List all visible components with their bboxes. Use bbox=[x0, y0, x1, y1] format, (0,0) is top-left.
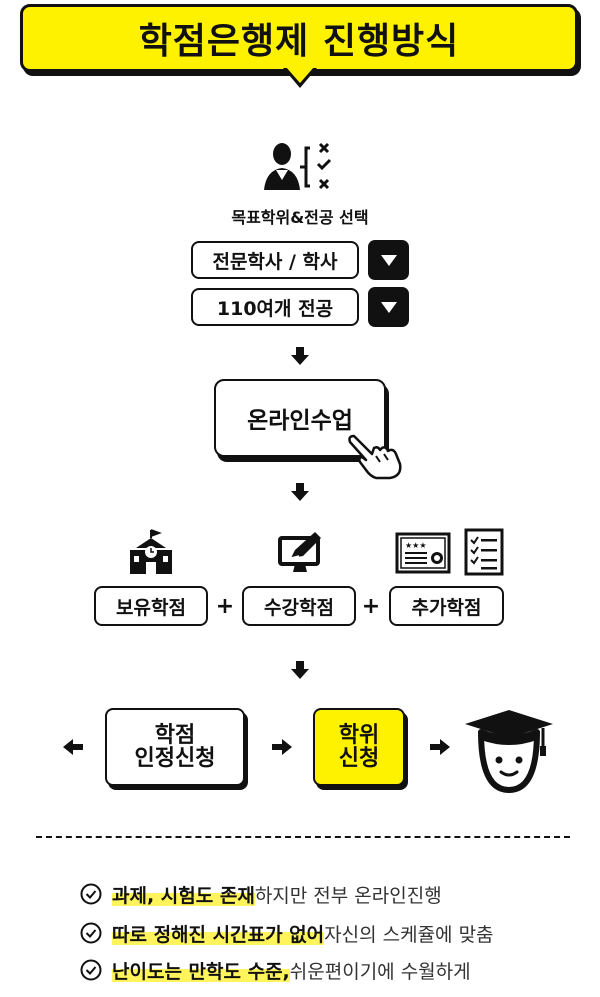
credit-recognition-box: 학점 인정신청 bbox=[105, 708, 245, 786]
checklist-icon bbox=[464, 528, 504, 576]
page-title: 학점은행제 진행방식 bbox=[138, 21, 460, 62]
arrow-down-icon bbox=[291, 483, 309, 501]
check-circle-icon bbox=[80, 883, 102, 905]
degree-dropdown-button[interactable] bbox=[368, 240, 409, 280]
arrow-right-icon bbox=[272, 739, 292, 755]
check-circle-icon bbox=[80, 922, 102, 944]
svg-text:★★★: ★★★ bbox=[405, 541, 427, 550]
monitor-pen-icon bbox=[278, 532, 321, 572]
degree-select[interactable]: 전문학사 / 학사 bbox=[191, 241, 359, 279]
arrow-down-icon bbox=[291, 661, 309, 679]
major-select[interactable]: 110여개 전공 bbox=[191, 288, 359, 326]
owned-credit-box: 보유학점 bbox=[94, 586, 208, 626]
dashed-divider bbox=[36, 836, 570, 838]
feature-highlight: 과제, 시험도 존재 bbox=[112, 880, 255, 908]
arrow-right-icon bbox=[430, 739, 450, 755]
certificate-icon: ★★★ bbox=[395, 532, 451, 574]
title-tail-fill bbox=[286, 67, 314, 83]
triangle-down-icon bbox=[380, 301, 397, 313]
check-circle-icon bbox=[80, 959, 102, 981]
goal-label: 목표학위&전공 선택 bbox=[231, 208, 369, 227]
feature-highlight: 따로 정해진 시간표가 없어 bbox=[112, 919, 325, 947]
triangle-down-icon bbox=[380, 254, 397, 266]
degree-line2: 신청 bbox=[338, 746, 380, 771]
course-credit-box: 수강학점 bbox=[242, 586, 356, 626]
major-dropdown-button[interactable] bbox=[368, 287, 409, 327]
student-checklist-icon bbox=[264, 142, 332, 190]
graduate-face-icon bbox=[465, 710, 553, 793]
feature-text: 쉬운편이기에 수월하게 bbox=[289, 960, 471, 983]
feature-text: 자신의 스케쥴에 맞춤 bbox=[324, 923, 494, 946]
pointing-hand-icon bbox=[348, 434, 402, 480]
recognition-line2: 인정신청 bbox=[134, 746, 216, 771]
feature-item-2: 따로 정해진 시간표가 없어 자신의 스케쥴에 맞춤 bbox=[80, 918, 494, 948]
degree-line1: 학위 bbox=[338, 722, 380, 748]
plus-sign: + bbox=[215, 594, 235, 619]
additional-credit-box: 추가학점 bbox=[389, 586, 504, 626]
title-banner: 학점은행제 진행방식 bbox=[20, 4, 578, 72]
arrow-down-icon bbox=[291, 347, 309, 365]
plus-sign: + bbox=[361, 594, 381, 619]
degree-application-box: 학위 신청 bbox=[313, 708, 405, 786]
feature-item-3: 난이도는 만학도 수준, 쉬운편이기에 수월하게 bbox=[80, 955, 471, 985]
recognition-line1: 학점 bbox=[154, 722, 196, 748]
arrow-left-icon bbox=[63, 739, 83, 755]
school-icon bbox=[130, 529, 172, 574]
feature-highlight: 난이도는 만학도 수준, bbox=[112, 956, 290, 984]
feature-text: 하지만 전부 온라인진행 bbox=[254, 884, 442, 907]
